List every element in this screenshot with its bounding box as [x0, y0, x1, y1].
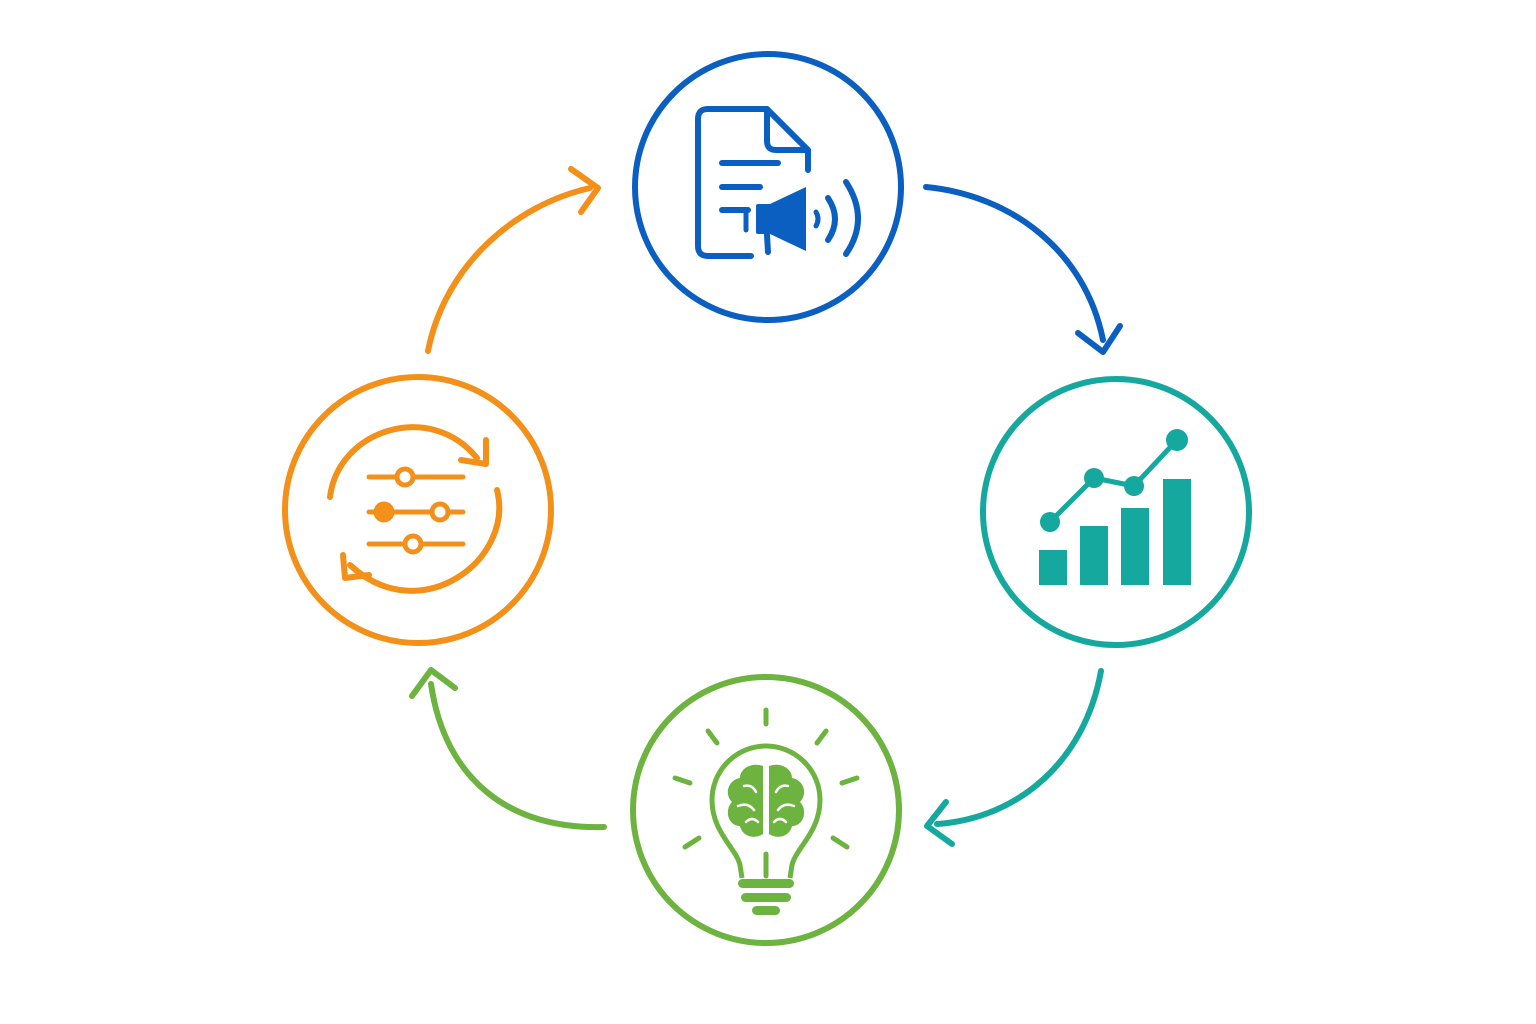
node-publish [632, 51, 904, 323]
slider-knobs [373, 466, 451, 555]
refresh-arc-bottom [347, 487, 503, 594]
document-megaphone-icon [695, 106, 861, 259]
bulb-base-tip [752, 906, 780, 915]
lightbulb-brain-icon [672, 707, 860, 915]
arrow-measure-to-learn [924, 668, 1104, 847]
bulb-base-1 [738, 879, 794, 888]
trend-point-2 [1084, 468, 1104, 488]
refresh-arc-top [327, 424, 480, 500]
trend-line [1048, 438, 1179, 524]
trend-point-1 [1040, 512, 1060, 532]
arrow-learn-to-adjust [409, 667, 607, 831]
node-adjust [282, 374, 554, 646]
megaphone-icon [756, 187, 806, 251]
chart-bar-4 [1163, 479, 1191, 585]
chart-bar-3 [1121, 508, 1149, 585]
light-rays [672, 707, 860, 850]
node-measure [980, 376, 1252, 648]
node-measure-ring [980, 376, 1252, 648]
trend-point-4 [1166, 429, 1188, 451]
arrow-adjust-to-publish [425, 166, 601, 354]
trend-point-3 [1124, 476, 1144, 496]
arrow-publish-to-measure [923, 184, 1123, 355]
node-learn [630, 674, 902, 946]
chart-bar-1 [1039, 550, 1067, 585]
growth-chart-icon [1039, 429, 1191, 585]
bulb-outline [709, 743, 823, 879]
node-learn-ring [630, 674, 902, 946]
brain-icon [727, 764, 805, 837]
node-publish-ring [632, 51, 904, 323]
chart-bar-2 [1080, 526, 1108, 585]
bulb-base-2 [741, 893, 791, 902]
